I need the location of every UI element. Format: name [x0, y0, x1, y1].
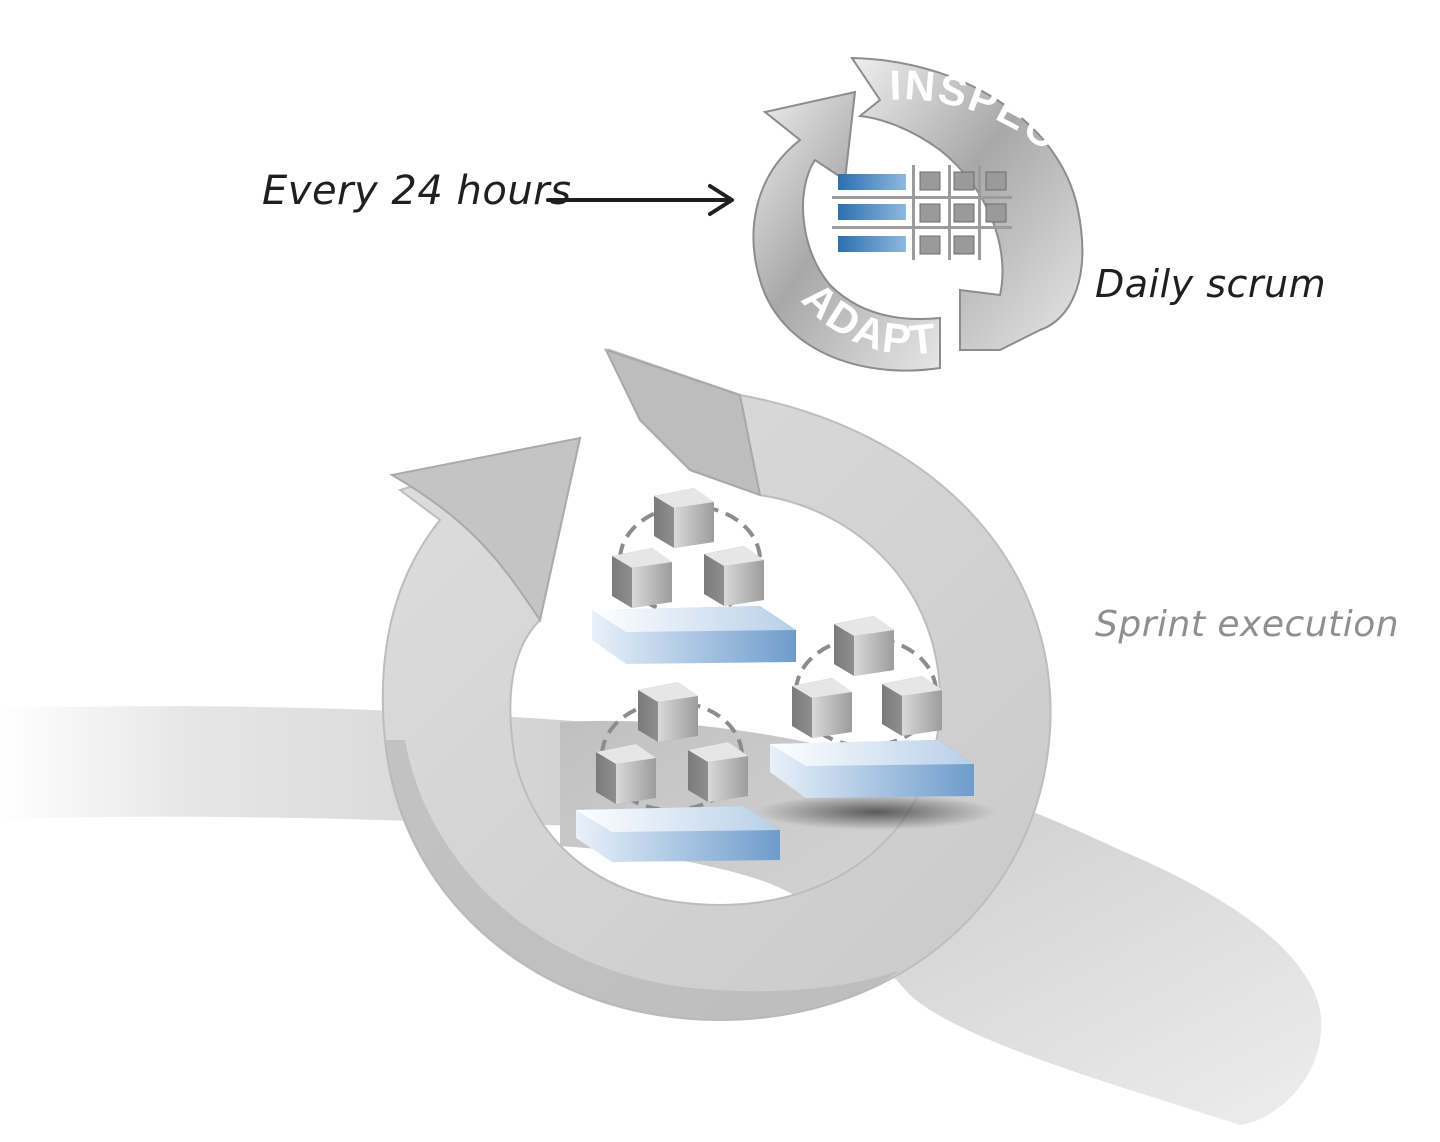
backlog-item-icon: [838, 236, 906, 252]
board-grid-line: [832, 226, 1012, 229]
task-cube-icon: [654, 488, 714, 548]
task-cube-icon: [953, 235, 975, 255]
sprint-arrowhead-left: [389, 436, 582, 623]
task-group-right: [770, 616, 974, 798]
inspect-label: INSPECT: [0, 0, 1070, 159]
task-cube-icon: [612, 548, 672, 608]
task-cube-icon: [792, 678, 852, 738]
task-board-top: [576, 806, 780, 832]
board-grid-line: [832, 196, 1012, 199]
task-group-bottom-left: [576, 682, 780, 862]
task-board-top: [592, 606, 796, 632]
sprint-execution-label: Sprint execution: [1095, 604, 1400, 645]
task-group-top: [592, 488, 796, 664]
task-cube-icon: [834, 616, 894, 676]
task-cube-icon: [985, 171, 1007, 191]
scrum-board: [832, 165, 1012, 260]
task-cube-icon: [638, 682, 698, 742]
task-cube-icon: [919, 235, 941, 255]
adapt-label: ADAPT: [793, 273, 939, 364]
task-cube-icon: [596, 744, 656, 804]
backlog-item-icon: [838, 174, 906, 190]
board-shadow: [756, 794, 996, 830]
backlog-item-icon: [838, 204, 906, 220]
daily-scrum-label: Daily scrum: [1095, 262, 1327, 306]
cycle-arrow-icon: [850, 56, 1084, 351]
task-cube-icon: [953, 171, 975, 191]
board-grid-line: [948, 165, 951, 260]
arrow-right-icon: [546, 184, 734, 216]
board-grid-line: [912, 165, 915, 260]
task-cube-icon: [985, 203, 1007, 223]
task-cube-icon: [704, 546, 764, 606]
every-24-hours-label: Every 24 hours: [262, 168, 572, 214]
cycle-arrow-icon: [752, 90, 941, 372]
task-cube-icon: [882, 676, 942, 736]
sprint-cycle-ring-shade: [385, 740, 900, 1020]
board-grid-line: [978, 165, 981, 260]
task-cube-icon: [953, 203, 975, 223]
task-cube-icon: [688, 742, 748, 802]
task-cube-icon: [919, 203, 941, 223]
sprint-arrowhead-top: [604, 348, 762, 497]
task-board-top: [770, 740, 974, 766]
task-cube-icon: [919, 171, 941, 191]
